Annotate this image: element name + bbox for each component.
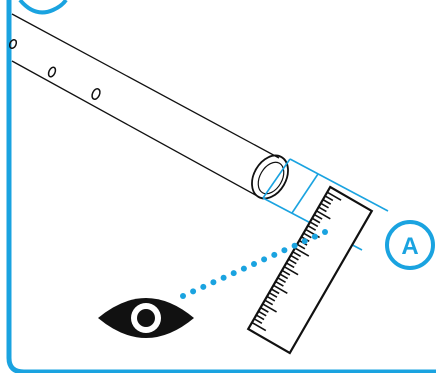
ruler-ticks (251, 191, 342, 332)
sight-line-dot (301, 238, 308, 245)
ruler-tick (253, 318, 263, 324)
ruler-tick (294, 247, 310, 257)
sight-line-dot (210, 279, 217, 286)
ruler-tick (307, 225, 317, 231)
sight-line-dot (291, 242, 298, 249)
ruler-tick (266, 295, 276, 302)
ruler-tick (255, 314, 265, 321)
sight-line-dot (230, 270, 237, 277)
ruler-tick (260, 306, 269, 313)
ruler-tick (279, 273, 289, 280)
tube-opening (251, 154, 289, 200)
callout-a-label: A (401, 233, 418, 260)
ruler-body (246, 185, 374, 355)
ruler-tick (326, 191, 342, 201)
ruler-tick (285, 262, 295, 269)
sight-line (180, 229, 328, 299)
tube-opening-inner (257, 161, 285, 195)
sight-line-dot (240, 265, 247, 272)
ruler-tick (303, 232, 312, 239)
ruler-tick (311, 217, 321, 224)
ruler-tick (281, 269, 291, 276)
ruler-tick (251, 321, 267, 332)
sight-line-dot (180, 293, 186, 299)
callout-a-circle (385, 220, 435, 270)
tube-holes (8, 38, 101, 100)
sight-line-dot (271, 251, 278, 258)
sight-line-dot (190, 288, 197, 295)
ruler-tick (309, 221, 319, 228)
ruler-tick (316, 210, 331, 220)
ruler-tick (273, 284, 288, 294)
ruler-tick (264, 299, 274, 306)
ruler-tick (288, 258, 297, 265)
panel-frame (6, 0, 436, 373)
sight-line-dot (200, 283, 207, 290)
ruler-tick (313, 213, 323, 220)
sight-line-dot (220, 274, 227, 281)
sight-line-dot (251, 261, 257, 267)
callout-a: A (385, 220, 435, 270)
ruler-tick (277, 277, 286, 284)
ruler (246, 185, 374, 355)
ruler-tick (275, 280, 284, 287)
ruler-tick (318, 206, 327, 213)
ruler-tick (322, 198, 332, 205)
ruler-tick (296, 243, 306, 250)
tube-hole (91, 88, 101, 100)
ruler-tick (320, 202, 329, 209)
sight-line-dot (311, 233, 318, 240)
sight-line-dot (261, 256, 268, 263)
ruler-tick (283, 265, 299, 276)
ruler-tick (292, 251, 302, 257)
ruler-tick (270, 288, 280, 295)
eye-icon (98, 298, 194, 338)
sight-line-dot (281, 247, 288, 254)
ruler-tick (290, 254, 299, 261)
sight-line-dot (322, 229, 328, 235)
ruler-tick (258, 310, 267, 317)
tube-hole (47, 66, 57, 78)
ruler-tick (262, 303, 277, 313)
ruler-tick (324, 195, 334, 202)
tube (11, 13, 289, 200)
top-callout-circle (18, 0, 68, 15)
tube-hole (8, 38, 18, 50)
ruler-tick (268, 292, 278, 298)
